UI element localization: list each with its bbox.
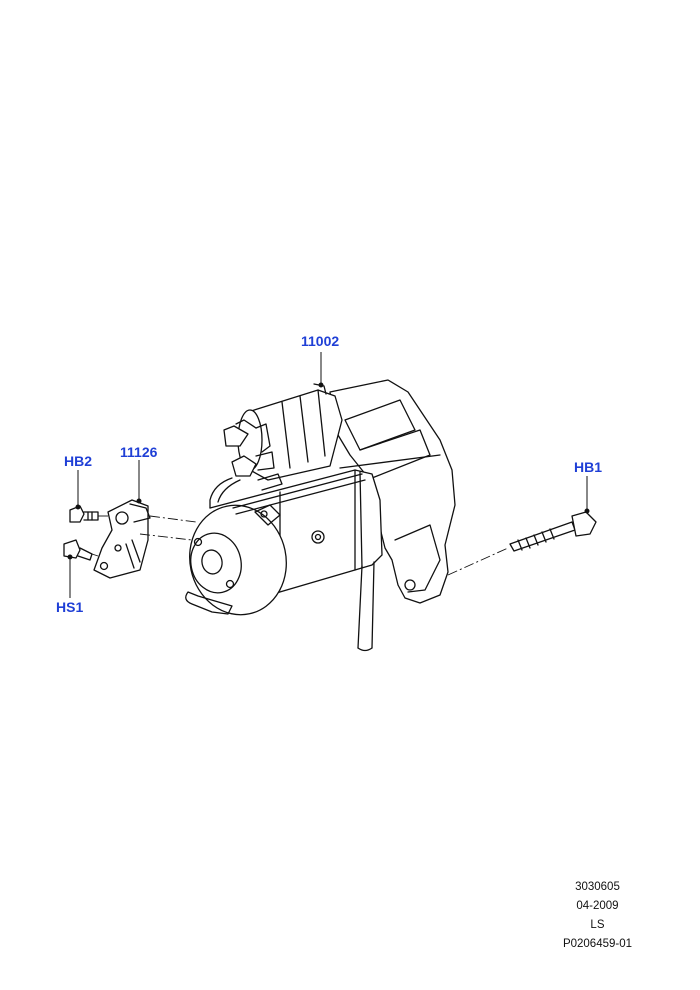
bolt-hb1 (509, 511, 597, 552)
callout-hb1: HB1 (574, 459, 603, 475)
diagram-code: 3030605 (575, 881, 620, 893)
callout-hb2: HB2 (64, 453, 93, 469)
mounting-bracket (93, 499, 151, 579)
screw-hs1 (63, 539, 93, 561)
diagram-tag: LS (590, 919, 605, 931)
callout-11126: 11126 (120, 444, 158, 460)
callout-11002: 11002 (301, 333, 340, 349)
bolt-hb2 (69, 505, 99, 523)
diagram-date: 04-2009 (576, 900, 619, 912)
starter-motor (185, 379, 456, 652)
diagram-ref: P0206459-01 (562, 938, 632, 950)
callout-hs1: HS1 (56, 599, 84, 615)
diagram-reference-block: 3030605 04-2009 LS P0206459-01 (563, 878, 632, 954)
